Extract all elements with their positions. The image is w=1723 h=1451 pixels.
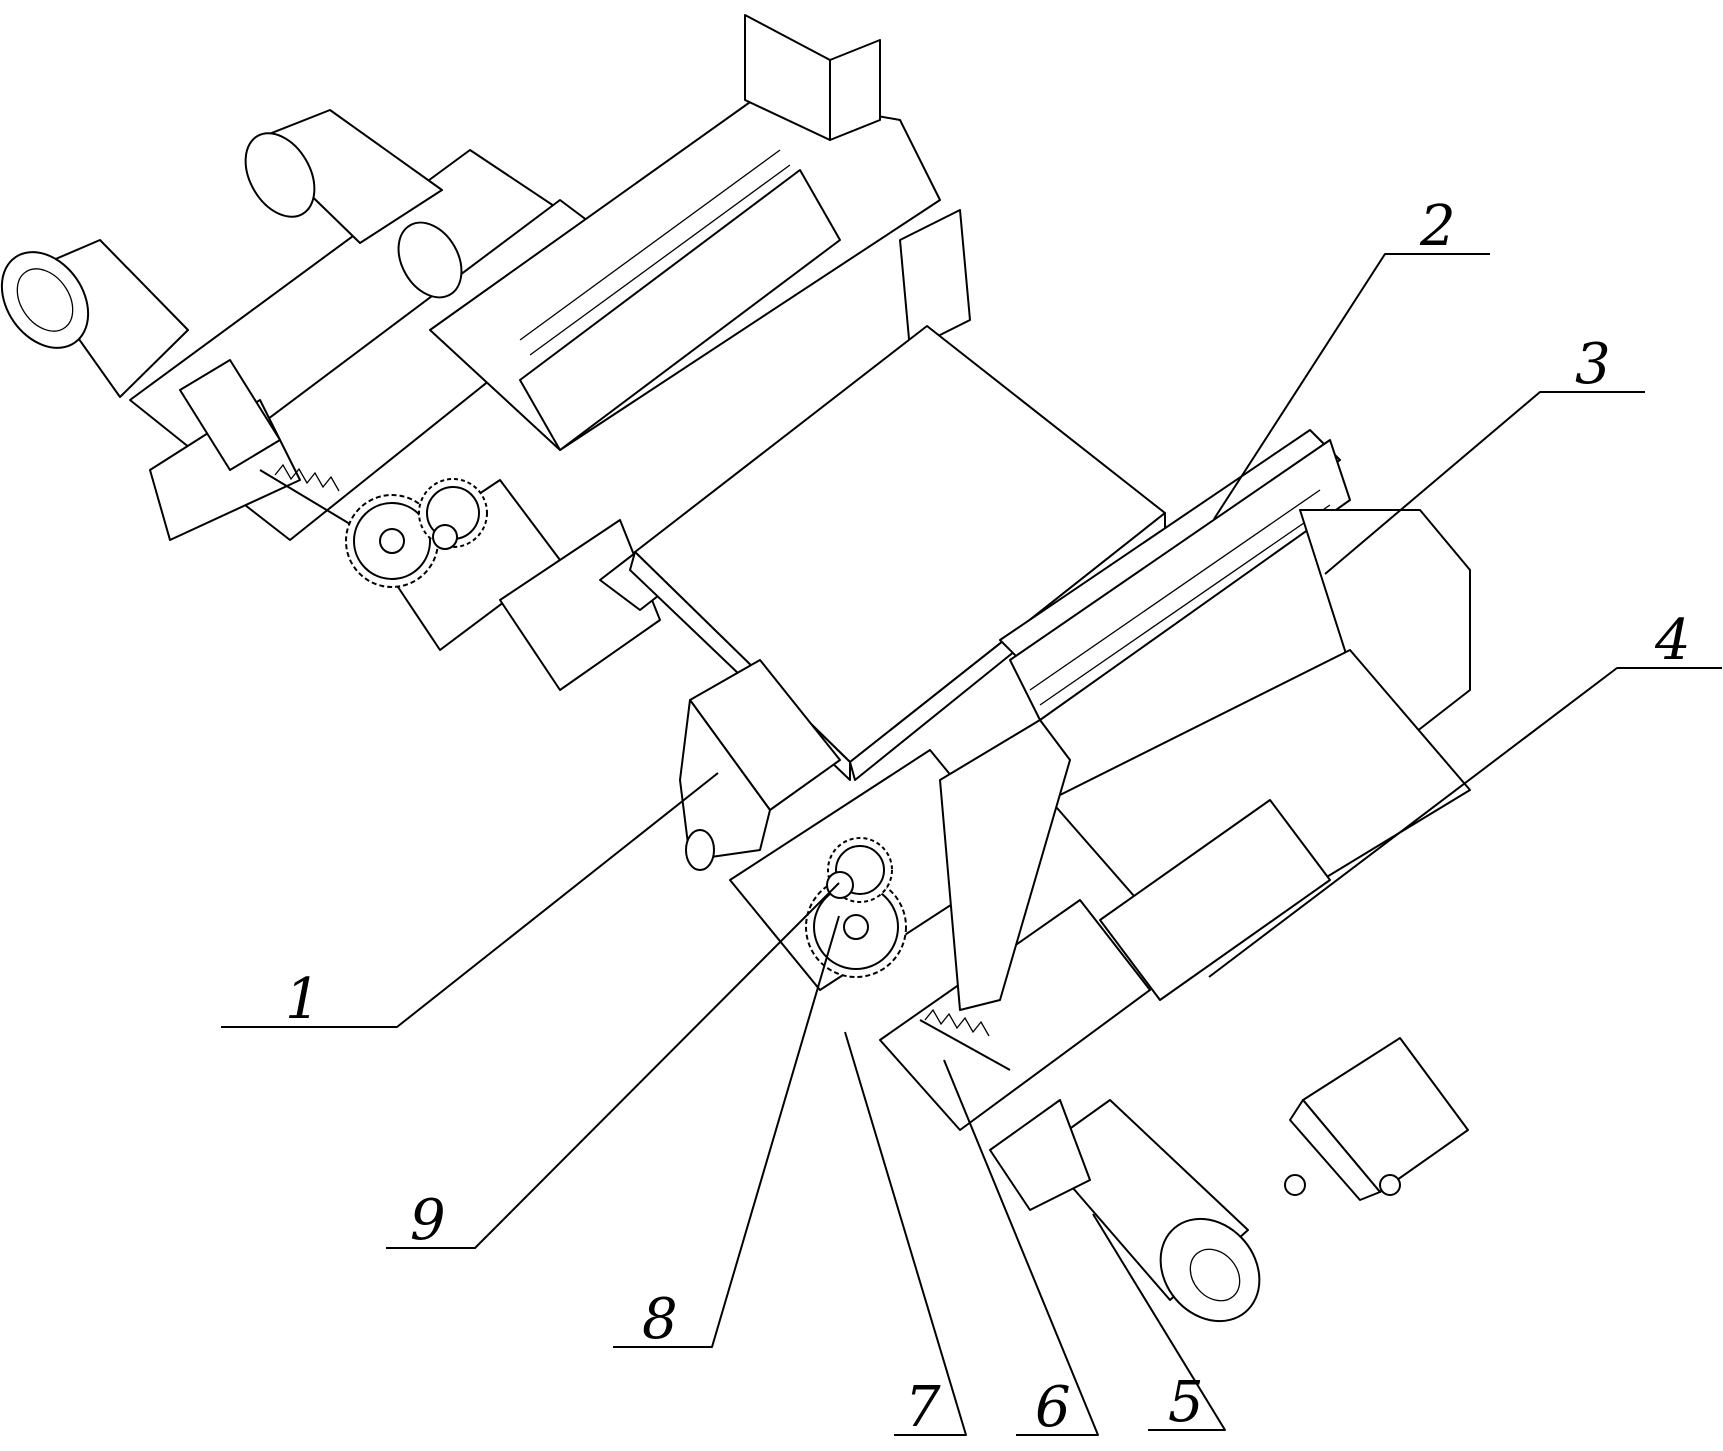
part-label-7: 7 [905, 1375, 941, 1440]
part-label-4: 4 [1654, 608, 1691, 673]
part-label-1: 1 [285, 967, 321, 1032]
part-label-2: 2 [1419, 194, 1456, 259]
part-label-8: 8 [642, 1287, 678, 1352]
part-label-6: 6 [1035, 1375, 1071, 1440]
part-label-9: 9 [410, 1188, 446, 1253]
central-plate [600, 326, 1165, 780]
part-label-5: 5 [1168, 1370, 1204, 1435]
right-motor [1285, 1038, 1468, 1200]
bottom-motor [990, 1100, 1280, 1341]
part-label-3: 3 [1575, 332, 1611, 397]
